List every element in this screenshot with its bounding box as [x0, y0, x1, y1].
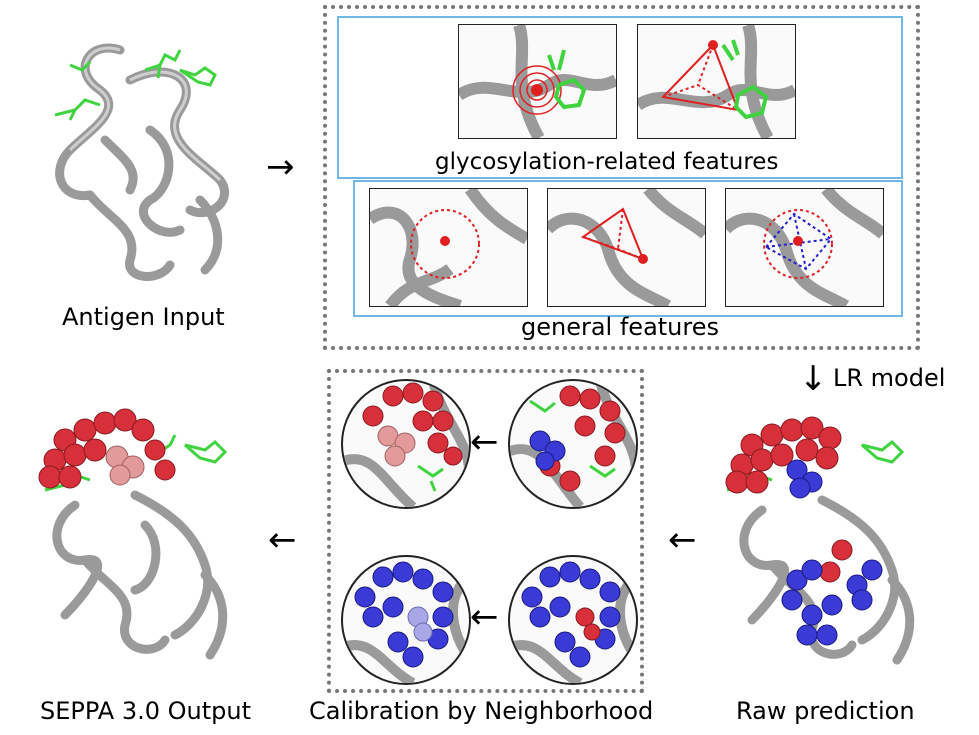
arrow-left-calibration-bottom: ←	[470, 597, 499, 637]
arrow-left-to-calibration: ←	[668, 520, 697, 560]
seppa-output-label: SEPPA 3.0 Output	[40, 697, 252, 725]
calibration-circle-top-raw	[508, 379, 638, 509]
antigen-input-structure	[30, 20, 260, 295]
general-feature-image-2	[547, 188, 706, 307]
feature-extraction-box	[323, 5, 920, 350]
glycosylation-features-label: glycosylation-related features	[435, 149, 779, 175]
raw-prediction-label: Raw prediction	[736, 697, 915, 725]
general-features-label: general features	[521, 313, 719, 341]
general-feature-image-3	[725, 188, 884, 307]
arrow-left-calibration-top: ←	[470, 422, 499, 462]
calibration-circle-bottom-calibrated	[341, 555, 471, 685]
seppa-output-structure	[25, 395, 265, 690]
antigen-input-label: Antigen Input	[62, 303, 225, 331]
glyco-feature-image-2	[637, 24, 796, 139]
arrow-left-to-output: ←	[268, 520, 297, 560]
glyco-feature-image-1	[458, 24, 617, 139]
calibration-circle-top-calibrated	[341, 379, 471, 509]
calibration-circle-bottom-raw	[508, 555, 638, 685]
arrow-down-lr: ↓	[799, 359, 828, 399]
glycosylation-features-panel	[337, 16, 903, 179]
lr-model-label: LR model	[833, 364, 946, 392]
calibration-box	[327, 369, 644, 693]
arrow-right-to-features: →	[266, 147, 295, 187]
general-features-panel	[353, 180, 903, 317]
calibration-label: Calibration by Neighborhood	[309, 697, 654, 725]
general-feature-image-1	[369, 188, 528, 307]
raw-prediction-structure	[712, 400, 952, 690]
